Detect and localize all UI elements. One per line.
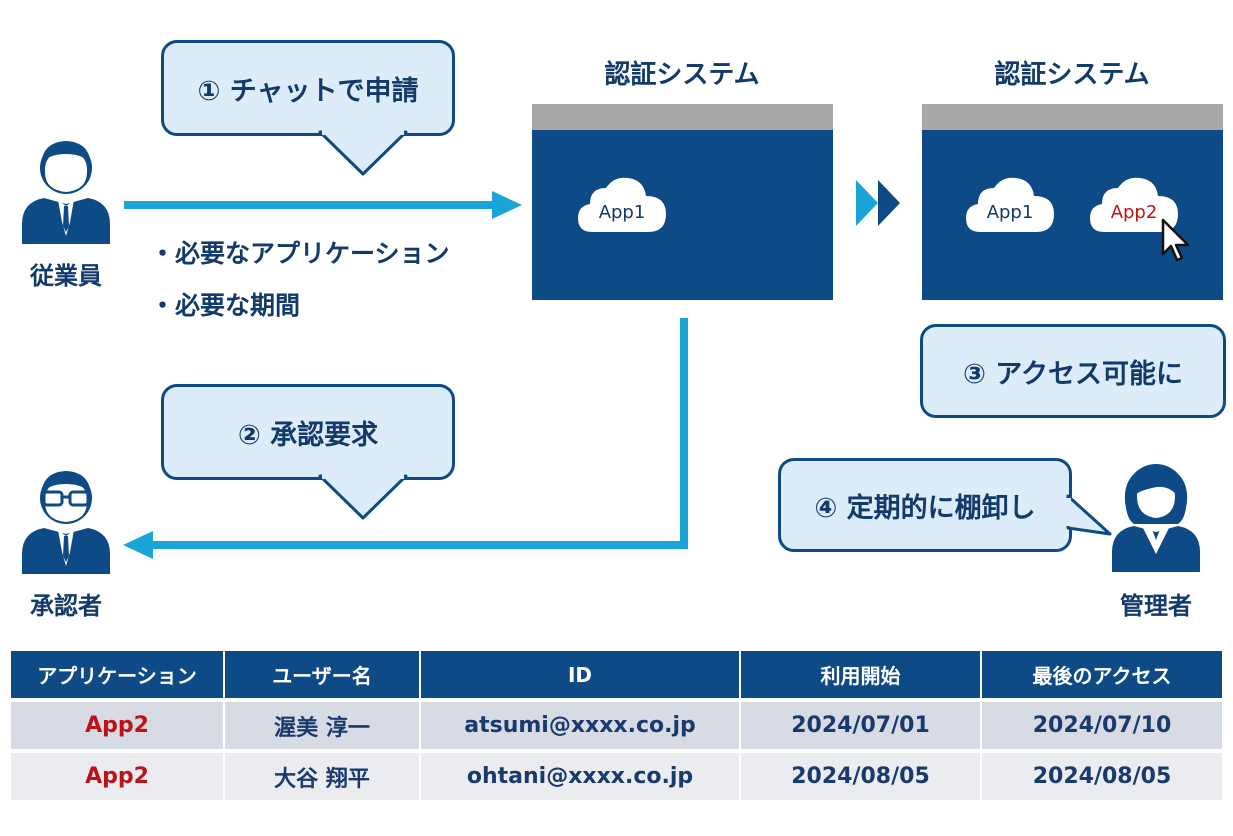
step1-bubble: ① チャットで申請 xyxy=(161,40,455,136)
column-header-application: アプリケーション xyxy=(11,651,224,700)
employee-label: 従業員 xyxy=(30,262,102,290)
column-header-last-access: 最後のアクセス xyxy=(980,651,1222,700)
cell-id: atsumi@xxxx.co.jp xyxy=(419,698,740,751)
system-after-title: 認証システム xyxy=(994,60,1150,90)
column-header-id: ID xyxy=(419,651,740,700)
transition-chevron-icon xyxy=(856,180,878,226)
approval-arrow-head xyxy=(123,531,153,559)
cell-last-access: 2024/08/05 xyxy=(980,749,1222,800)
employee-icon xyxy=(22,141,110,244)
column-header-username: ユーザー名 xyxy=(223,651,420,700)
system-after-window: App1 App2 xyxy=(922,130,1223,300)
mouse-cursor-icon xyxy=(1161,218,1190,262)
step4-text: ④ 定期的に棚卸し xyxy=(814,492,1036,524)
step2-bubble: ② 承認要求 xyxy=(161,384,455,480)
step1-bubble-tail xyxy=(318,130,408,176)
admin-label: 管理者 xyxy=(1120,592,1192,620)
approver-icon xyxy=(22,471,110,574)
cell-user: 渥美 淳一 xyxy=(223,698,420,751)
table-row: App2 大谷 翔平 ohtani@xxxx.co.jp 2024/08/05 … xyxy=(11,749,1222,800)
column-header-start-date: 利用開始 xyxy=(739,651,981,700)
step4-bubble: ④ 定期的に棚卸し xyxy=(778,458,1072,552)
system-before-titlebar xyxy=(532,104,833,130)
cell-last-access: 2024/07/10 xyxy=(980,698,1222,751)
bullet-required-app: ・必要なアプリケーション xyxy=(150,239,450,268)
app1-cloud-icon xyxy=(578,177,666,232)
cell-app: App2 xyxy=(11,749,224,800)
transition-chevron-icon xyxy=(878,180,900,226)
step1-text: ① チャットで申請 xyxy=(197,75,419,107)
app2-cloud-icon[interactable] xyxy=(1088,174,1180,234)
system-after-app1-label: App1 xyxy=(986,202,1034,223)
cell-app: App2 xyxy=(11,698,224,751)
cell-start: 2024/07/01 xyxy=(739,698,981,751)
system-after-titlebar xyxy=(922,104,1223,130)
approver-label: 承認者 xyxy=(30,592,102,620)
system-before-app1-label: App1 xyxy=(598,202,646,223)
system-before-window: App1 xyxy=(532,130,833,300)
table-header-row: アプリケーション ユーザー名 ID 利用開始 最後のアクセス xyxy=(11,651,1222,700)
step2-bubble-tail xyxy=(318,474,408,520)
table-row: App2 渥美 淳一 atsumi@xxxx.co.jp 2024/07/01 … xyxy=(11,698,1222,751)
request-arrow-head xyxy=(492,191,522,219)
admin-icon xyxy=(1112,464,1200,572)
step3-text: ③ アクセス可能に xyxy=(963,358,1183,390)
system-before-title: 認証システム xyxy=(604,60,760,90)
system-after-app2-label[interactable]: App2 xyxy=(1110,202,1158,223)
step3-bubble: ③ アクセス可能に xyxy=(920,324,1226,418)
cell-start: 2024/08/05 xyxy=(739,749,981,800)
cell-user: 大谷 翔平 xyxy=(223,749,420,800)
step4-bubble-tail xyxy=(1066,494,1112,536)
cell-id: ohtani@xxxx.co.jp xyxy=(419,749,740,800)
app1-cloud-icon xyxy=(966,177,1054,232)
bullet-required-period: ・必要な期間 xyxy=(150,291,301,320)
access-inventory-table: アプリケーション ユーザー名 ID 利用開始 最後のアクセス App2 渥美 淳… xyxy=(11,651,1222,800)
step2-text: ② 承認要求 xyxy=(237,419,379,451)
approval-arrow-line xyxy=(150,318,688,549)
